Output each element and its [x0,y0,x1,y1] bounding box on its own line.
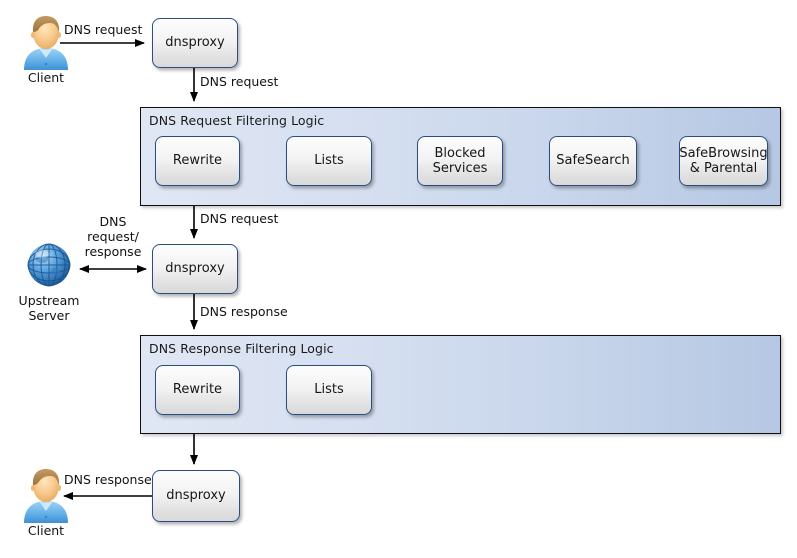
user-icon [24,469,68,523]
avatar-client-bottom [20,467,72,527]
node-label: SafeSearch [556,153,630,169]
node-label: dnsproxy [165,35,225,51]
node-label: Lists [314,153,344,169]
node-label: Rewrite [172,153,223,169]
node-label: dnsproxy [165,261,225,277]
node-request-safebrowsing-parental[interactable]: SafeBrowsing & Parental [679,136,768,186]
edge-label-proxy-to-client: DNS response [64,472,152,487]
panel-title-response: DNS Response Filtering Logic [149,341,334,356]
node-label: Rewrite [172,382,223,398]
edge-label-upstream-exchange: DNS request/ response [84,214,142,259]
node-dnsproxy-bottom[interactable]: dnsproxy [152,470,240,522]
node-request-safesearch[interactable]: SafeSearch [549,136,637,186]
edge-label-client-to-proxy: DNS request [64,22,143,37]
node-label: dnsproxy [166,488,226,504]
caption-client-bottom: Client [27,523,65,538]
caption-client-top: Client [27,70,65,85]
node-response-rewrite[interactable]: Rewrite [155,365,240,415]
globe-icon [27,243,71,287]
node-label: Lists [314,382,344,398]
node-label: Blocked Services [432,145,488,176]
node-request-lists[interactable]: Lists [286,136,372,186]
edge-label-request-panel-to-proxy: DNS request [200,211,279,226]
avatar-upstream-server [24,240,74,294]
user-icon [24,16,68,70]
edge-label-proxy-to-request-panel: DNS request [200,74,279,89]
node-dnsproxy-middle[interactable]: dnsproxy [152,244,238,294]
edge-label-proxy-to-response-panel: DNS response [200,304,288,319]
node-label: SafeBrowsing & Parental [679,145,768,176]
node-request-rewrite[interactable]: Rewrite [155,136,240,186]
avatar-client-top [20,14,72,74]
node-dnsproxy-top[interactable]: dnsproxy [152,18,238,68]
panel-title-request: DNS Request Filtering Logic [149,113,325,128]
panel-dns-response-filtering: DNS Response Filtering Logic [140,335,781,434]
node-response-lists[interactable]: Lists [286,365,372,415]
node-request-blocked-services[interactable]: Blocked Services [417,136,503,186]
caption-upstream-server: Upstream Server [18,293,80,323]
